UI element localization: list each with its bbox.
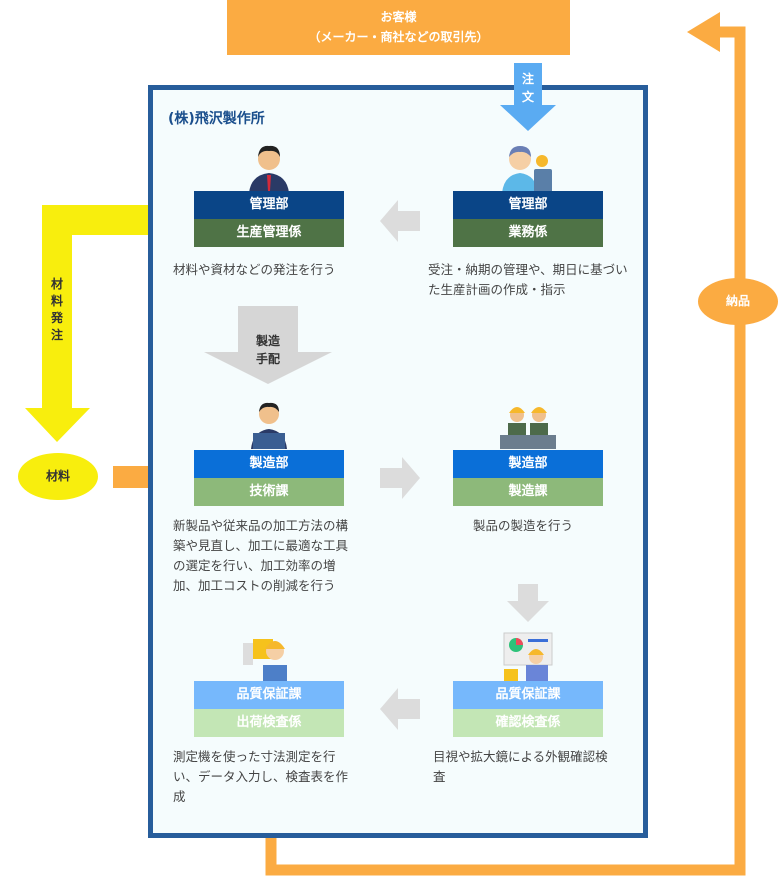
delivery-badge: 納品 xyxy=(698,278,778,325)
manufacture-arrange-label: 製造手配 xyxy=(255,334,280,366)
desc-production-control: 材料や資材などの発注を行う xyxy=(173,262,336,277)
engineer-icon xyxy=(251,402,287,449)
visual-inspector-icon xyxy=(503,632,553,681)
dept-label: 品質保証課 xyxy=(194,681,344,709)
section-label: 技術課 xyxy=(194,478,344,506)
order-label: 注文 xyxy=(521,72,534,104)
card-business: 管理部業務係 xyxy=(453,191,603,247)
card-manufacturing: 製造部製造課 xyxy=(453,450,603,506)
desc-business: 受注・納期の管理や、期日に基づいた生産計画の作成・指示 xyxy=(428,262,628,297)
desc-confirmation-inspection: 目視や拡大鏡による外観確認検査 xyxy=(433,749,608,784)
desc-technical: 新製品や従来品の加工方法の構築や見直し、加工に最適な工具の選定を行い、加工効率の… xyxy=(173,518,349,593)
section-label: 確認検査係 xyxy=(453,709,603,737)
clerk-calculator-icon xyxy=(502,146,552,193)
dept-label: 品質保証課 xyxy=(453,681,603,709)
material-order-label: 材料発注 xyxy=(50,277,63,342)
customer-title: お客様 xyxy=(380,10,417,24)
dept-label: 管理部 xyxy=(194,191,344,219)
card-confirmation-inspection: 品質保証課確認検査係 xyxy=(453,681,603,737)
card-technical: 製造部技術課 xyxy=(194,450,344,506)
material-badge: 材料 xyxy=(18,453,98,500)
desc-shipping-inspection: 測定機を使った寸法測定を行い、データ入力し、検査表を作成 xyxy=(173,749,349,804)
order-arrow xyxy=(500,63,556,131)
manufacture-arrange-arrow xyxy=(204,306,332,384)
section-label: 生産管理係 xyxy=(194,219,344,247)
section-label: 業務係 xyxy=(453,219,603,247)
customer-subtitle: （メーカー・商社などの取引先） xyxy=(308,30,489,44)
company-name: (株)飛沢製作所 xyxy=(168,111,265,127)
arrow-left-icon xyxy=(380,200,420,242)
section-label: 製造課 xyxy=(453,478,603,506)
dept-label: 管理部 xyxy=(453,191,603,219)
customer-box: お客様 （メーカー・商社などの取引先） xyxy=(227,0,570,55)
card-production-control: 管理部生産管理係 xyxy=(194,191,344,247)
arrow-down-icon xyxy=(507,584,549,622)
desc-manufacturing: 製品の製造を行う xyxy=(473,518,574,533)
dept-label: 製造部 xyxy=(453,450,603,478)
manager-icon xyxy=(249,145,289,193)
factory-workers-icon xyxy=(500,407,556,449)
dept-label: 製造部 xyxy=(194,450,344,478)
arrow-left-icon xyxy=(380,688,420,730)
section-label: 出荷検査係 xyxy=(194,709,344,737)
shipping-inspector-icon xyxy=(243,639,287,681)
card-shipping-inspection: 品質保証課出荷検査係 xyxy=(194,681,344,737)
arrow-right-icon xyxy=(380,457,420,499)
